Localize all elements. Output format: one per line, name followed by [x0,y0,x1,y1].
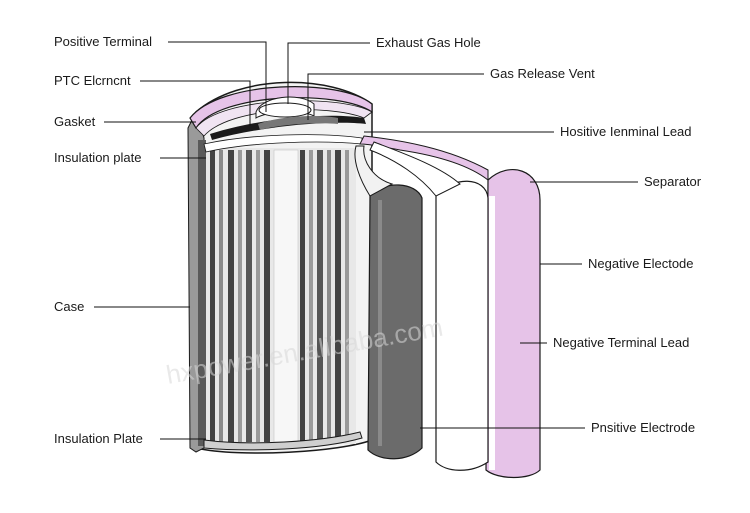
label-separator: Separator [644,174,702,189]
negative-electrode-layer [359,135,541,479]
label-gasket: Gasket [54,114,96,129]
label-negative-electrode: Negative Electode [588,256,694,271]
label-insulation-plate-top: Insulation plate [54,150,141,165]
label-exhaust-gas-hole: Exhaust Gas Hole [376,35,481,50]
label-insulation-plate-bottom: Insulation Plate [54,431,143,446]
label-positive-terminal: Positive Terminal [54,34,152,49]
label-case: Case [54,299,84,314]
top-cap [189,86,373,153]
separator-layer [369,141,489,471]
bottom-insulation-plate [203,431,363,451]
label-gas-release-vent: Gas Release Vent [490,66,595,81]
label-ptc-element: PTC Elcrncnt [54,73,131,88]
label-negative-terminal-lead: Negative Terminal Lead [553,335,689,350]
left-labels: Positive Terminal PTC Elcrncnt Gasket In… [54,34,267,446]
label-positive-electrode: Pnsitive Electrode [591,420,695,435]
positive-electrode-layer [354,145,423,460]
electrode-roll [206,148,356,444]
label-positive-terminal-lead: Hositive Ienminal Lead [560,124,692,139]
right-labels: Exhaust Gas Hole Gas Release Vent Hositi… [287,35,702,435]
